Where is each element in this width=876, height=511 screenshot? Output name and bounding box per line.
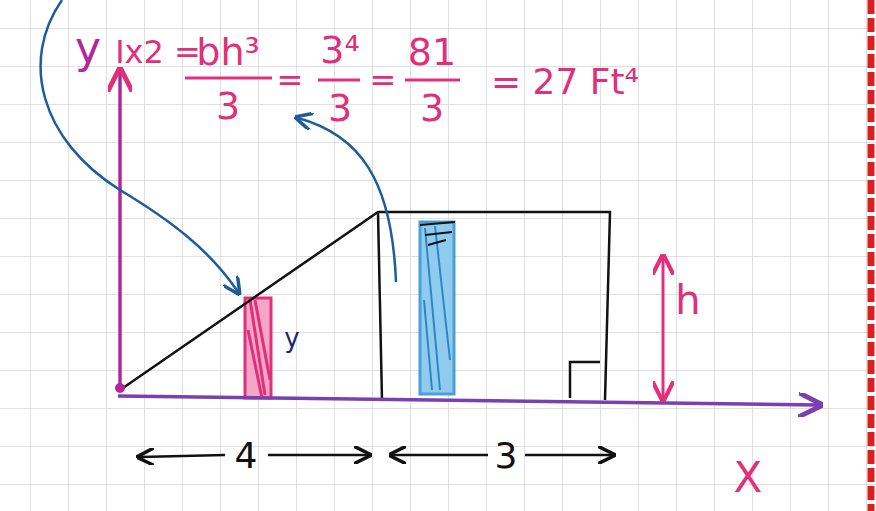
blue-strip	[420, 222, 454, 394]
formula-numerator: bh³	[196, 33, 259, 71]
pink-strip	[245, 298, 271, 398]
fraction-bar	[405, 79, 460, 82]
dimension-arrow	[525, 454, 612, 457]
y-axis	[118, 72, 122, 392]
page-edge	[868, 0, 875, 511]
dimension-arrow	[268, 454, 368, 457]
equation-lhs: Ix2 =	[115, 36, 201, 68]
origin-dot	[115, 383, 125, 393]
result-value: = 27 Ft⁴	[491, 64, 639, 100]
equals-sign: =	[277, 64, 304, 96]
x-axis	[118, 396, 818, 405]
axis-label: X	[734, 457, 763, 499]
height-arrow	[662, 258, 665, 398]
leader-curve	[298, 118, 396, 282]
value-numerator: 81	[408, 33, 456, 71]
value-denominator: 3	[420, 89, 444, 127]
fraction-bar	[185, 77, 272, 80]
strip-height-label: y	[284, 325, 299, 351]
dimension-arrow	[392, 454, 488, 457]
strip-scribble	[420, 222, 455, 245]
strip-hatch	[424, 226, 450, 390]
equals-sign: =	[370, 64, 397, 96]
formula-denominator: 3	[216, 87, 240, 125]
fraction-bar	[318, 79, 360, 82]
value-numerator: 3⁴	[320, 31, 359, 69]
axis-label: y	[75, 26, 101, 70]
value-denominator: 3	[328, 89, 352, 127]
height-label: h	[675, 280, 700, 320]
dividing-line	[378, 212, 382, 400]
right-angle-mark	[570, 362, 600, 398]
dimension-arrow	[140, 455, 225, 457]
dimension-label: 3	[495, 438, 518, 474]
strip-hatch	[248, 300, 270, 398]
dimension-label: 4	[235, 438, 258, 474]
